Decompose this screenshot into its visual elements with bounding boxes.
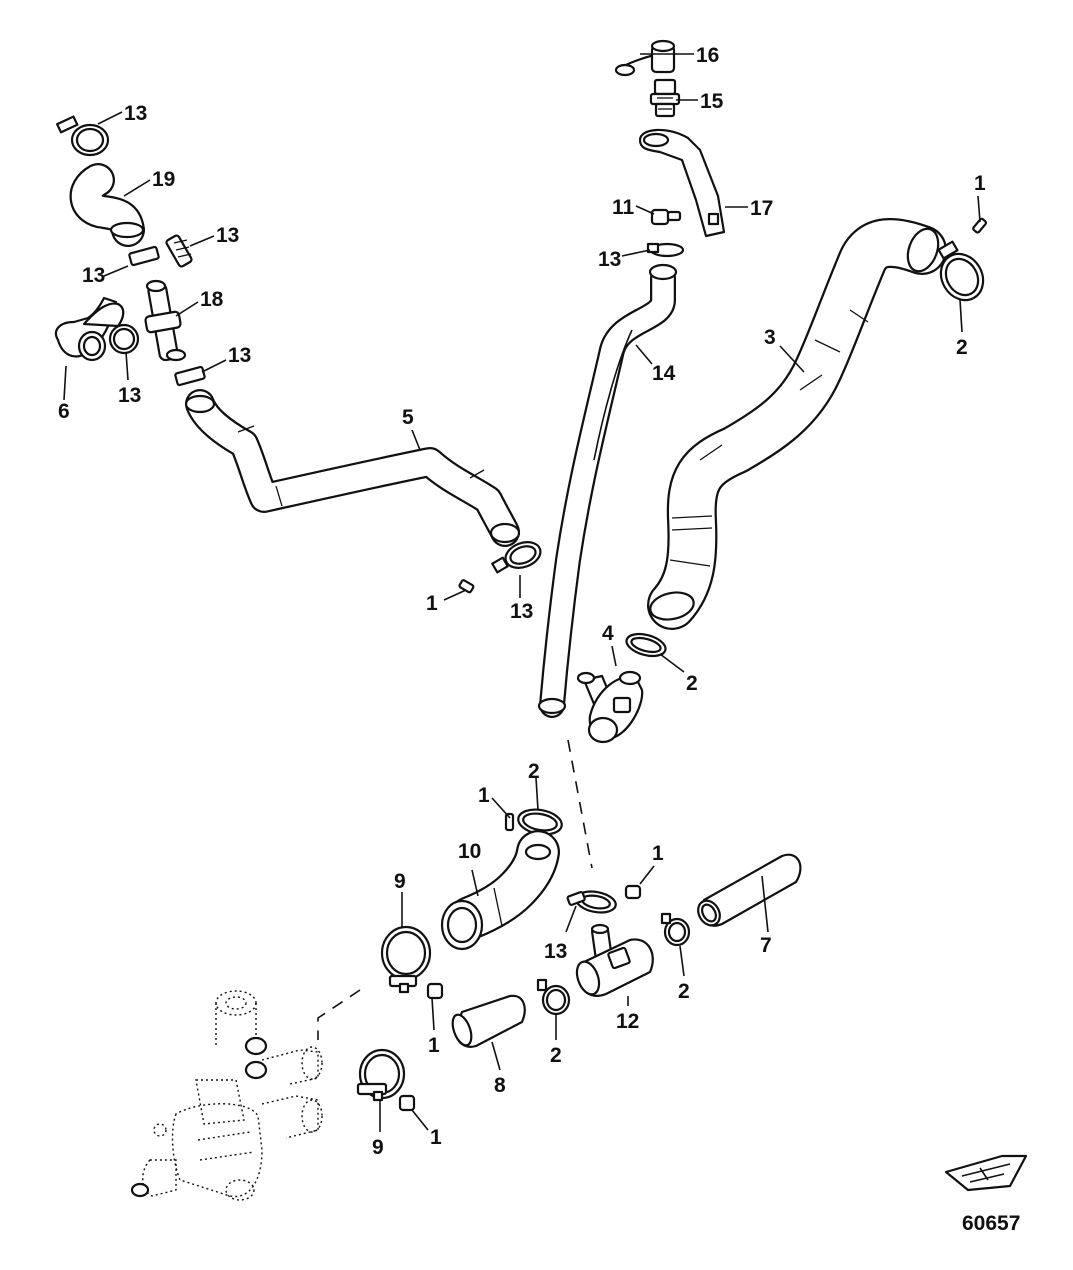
callout-7: 7 [760, 934, 772, 957]
callout-13-upper-mid: 13 [598, 248, 621, 271]
callout-4: 4 [602, 622, 614, 645]
callout-9-upper: 9 [394, 870, 406, 893]
callout-12: 12 [616, 1010, 639, 1033]
callout-13-mid: 13 [510, 600, 533, 623]
part-13-clamp-mid [491, 541, 542, 574]
part-13-clamp-left [108, 323, 140, 355]
callout-1-lower-center-right: 1 [652, 842, 664, 865]
callout-5: 5 [402, 406, 414, 429]
part-4-tee [576, 670, 644, 744]
part-12-tee [575, 923, 654, 997]
callout-6: 6 [58, 400, 70, 423]
figure-number: 60657 [962, 1212, 1020, 1235]
part-14-hose [537, 263, 678, 718]
part-13-clamp-upper-left [56, 115, 110, 157]
part-1-lower-center-right [624, 884, 642, 900]
callout-13-lower-center: 13 [544, 940, 567, 963]
callout-19: 19 [152, 168, 175, 191]
part-11-screw [650, 208, 682, 226]
callout-8: 8 [494, 1074, 506, 1097]
boat-icon [944, 1154, 1028, 1192]
callout-9-lower: 9 [372, 1136, 384, 1159]
callout-15: 15 [700, 90, 724, 113]
dashed-connection-9-pump [317, 989, 361, 1040]
callout-2-near-12: 2 [678, 980, 690, 1003]
part-16-cap [614, 39, 676, 77]
part-8-hose [451, 994, 526, 1048]
callout-1-center: 1 [478, 784, 490, 807]
leader-lines [63, 53, 981, 1132]
callout-2-near-8: 2 [550, 1044, 562, 1067]
part-1-near-9-lower [398, 1094, 416, 1112]
part-10-elbow-hose [440, 830, 560, 951]
part-13-clamp-flat [128, 245, 160, 267]
part-17-bracket [638, 128, 726, 238]
part-18-tee [144, 279, 187, 362]
callout-13-flat: 13 [82, 264, 105, 287]
part-9-clamp-lower [356, 1048, 406, 1102]
callout-17: 17 [750, 197, 773, 220]
callout-13-lower-left: 13 [228, 344, 251, 367]
callout-1-upper-right: 1 [974, 172, 986, 195]
callout-13-coil: 13 [216, 224, 239, 247]
callout-1-mid-left: 1 [426, 592, 438, 615]
callout-14: 14 [652, 362, 676, 385]
pump-assembly-phantom [130, 990, 323, 1201]
part-7-hose [697, 853, 802, 927]
callout-10: 10 [458, 840, 481, 863]
part-2-clamp-upper-right [937, 240, 985, 302]
part-2-clamp-near-4 [625, 632, 667, 658]
callout-2-upper-right: 2 [956, 336, 968, 359]
part-15-fitting [649, 78, 681, 118]
part-13-clamp-coil [165, 234, 193, 268]
callout-18: 18 [200, 288, 224, 311]
part-1-mid-left [458, 579, 475, 594]
part-1-center [504, 812, 515, 832]
part-13-clamp-lower-center [566, 890, 617, 914]
callout-3: 3 [764, 326, 776, 349]
part-6-elbow [54, 296, 125, 362]
part-19-elbow [69, 163, 145, 247]
part-1-near-9-upper [426, 982, 444, 1000]
callout-13-upper-left: 13 [124, 102, 147, 125]
dashed-connection-4-12 [567, 739, 593, 869]
part-2-clamp-near-12 [660, 912, 691, 947]
part-3-hose [647, 218, 947, 630]
part-5-hose [184, 389, 521, 547]
callout-11: 11 [612, 196, 635, 219]
part-9-clamp-upper [380, 925, 432, 994]
callout-2-near-4: 2 [686, 672, 698, 695]
part-1-upper-right [972, 217, 988, 234]
part-2-clamp-near-8 [536, 978, 571, 1016]
callout-13-left: 13 [118, 384, 141, 407]
part-13-clamp-lower-left [174, 365, 206, 387]
callout-16: 16 [696, 44, 719, 67]
part-13-clamp-upper-mid [646, 242, 685, 258]
callout-1-near-9-lower: 1 [430, 1126, 442, 1149]
callout-1-near-9-upper: 1 [428, 1034, 440, 1057]
part-2-clamp-center [517, 808, 563, 836]
callout-2-center: 2 [528, 760, 540, 783]
